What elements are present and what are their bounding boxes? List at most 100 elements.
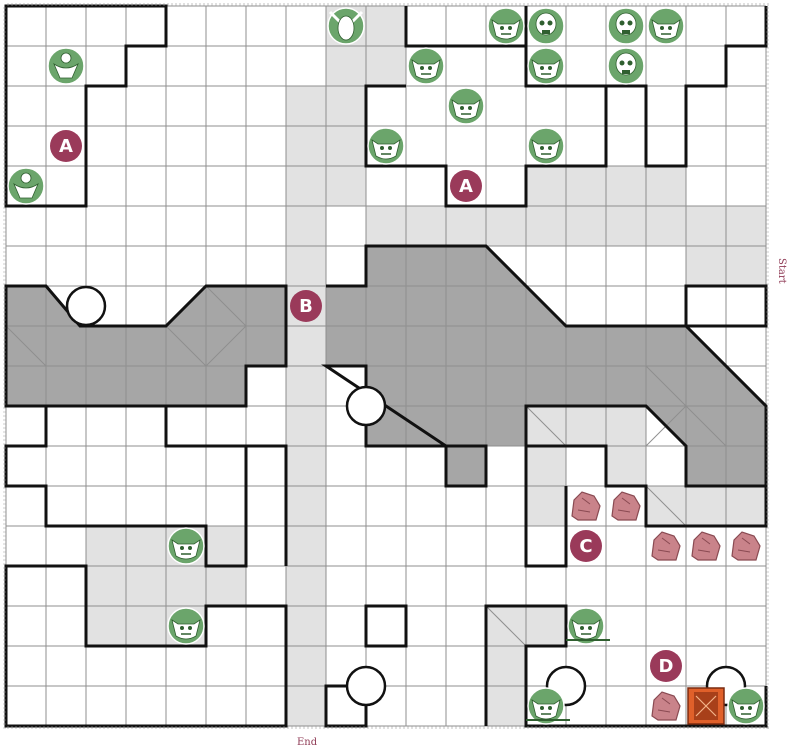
falling-block-trap-icon	[687, 687, 725, 725]
face	[171, 619, 201, 640]
eye	[388, 146, 392, 150]
tokens	[7, 7, 765, 725]
skull-shape	[615, 52, 637, 76]
rock-pile-icon	[651, 531, 681, 561]
teeth	[622, 70, 630, 74]
marker-label: A	[459, 176, 473, 197]
face	[451, 99, 481, 120]
skull-icon	[527, 7, 565, 45]
trap-marking	[695, 695, 717, 717]
wall-top-right-box	[684, 284, 768, 328]
rock-pile-icon	[651, 691, 681, 721]
diagonal-line	[645, 485, 687, 527]
wall-right-c-room	[524, 406, 568, 568]
dark-room-west	[6, 286, 286, 406]
eye	[468, 106, 472, 110]
eye	[668, 26, 672, 30]
eye	[660, 26, 664, 30]
start-label: Start	[776, 258, 787, 284]
eye	[619, 60, 625, 66]
eye	[619, 20, 625, 26]
corridor-cell	[646, 486, 766, 526]
diagonal-line	[5, 325, 47, 367]
orc-icon	[447, 87, 485, 125]
face	[531, 139, 561, 160]
diagonal-line	[685, 405, 727, 447]
rock-shape	[651, 691, 681, 721]
skull-shape	[615, 12, 637, 36]
crested-warrior-token-base	[7, 167, 45, 205]
corridor-cell	[486, 606, 526, 726]
rock-shape	[691, 531, 721, 561]
wall-bottom-small-box	[364, 604, 408, 648]
rock-crack	[737, 537, 751, 553]
mummy-icon	[607, 47, 645, 85]
marker-disc	[50, 130, 82, 162]
helm	[13, 182, 39, 199]
marker-disc	[450, 170, 482, 202]
eye	[627, 60, 633, 66]
corridor-cell	[286, 206, 326, 726]
eye	[627, 20, 633, 26]
crest	[20, 172, 32, 184]
eye	[548, 66, 552, 70]
eye	[180, 626, 184, 630]
zombie-icon	[727, 687, 765, 725]
goblin-icon	[367, 127, 405, 165]
rock-crack	[577, 497, 591, 513]
room-marker-a: A	[450, 170, 482, 202]
rock-shape	[651, 531, 681, 561]
diagonal-line	[485, 605, 527, 647]
wall-top-right-room	[524, 6, 768, 168]
crest	[60, 52, 72, 64]
eye	[428, 66, 432, 70]
wall-bottom-right-room	[484, 604, 768, 728]
room-marker-b: B	[290, 290, 322, 322]
border-ruler	[3, 3, 769, 729]
face	[651, 19, 681, 40]
eye	[188, 626, 192, 630]
room-marker-c: C	[570, 530, 602, 562]
diagonal-line	[205, 325, 247, 367]
face	[731, 699, 761, 720]
chaos-orc-icon	[167, 607, 205, 645]
face	[337, 15, 355, 41]
rock-crack	[657, 697, 671, 713]
helm	[53, 62, 79, 79]
eye	[540, 146, 544, 150]
face	[571, 619, 601, 640]
corridor-cell	[606, 446, 646, 486]
diagonal-line	[645, 365, 687, 407]
eye	[740, 706, 744, 710]
eye	[508, 26, 512, 30]
crested-warrior-icon	[47, 47, 85, 85]
eye	[588, 626, 592, 630]
wall-mid-left-rooms	[4, 406, 288, 568]
eye	[188, 546, 192, 550]
eye	[539, 20, 545, 26]
eye	[380, 146, 384, 150]
rock-shape	[571, 491, 601, 521]
pit-circle	[65, 285, 107, 327]
wall-top-left-room	[4, 4, 168, 208]
end-label: End	[297, 737, 318, 748]
marker-disc	[650, 650, 682, 682]
skull-icon	[607, 7, 645, 45]
rock-shape	[611, 491, 641, 521]
diagonal-line	[525, 405, 567, 447]
skull-shape	[535, 12, 557, 36]
rock-pile-icon	[691, 531, 721, 561]
eye	[540, 706, 544, 710]
face	[491, 19, 521, 40]
rock-pile-icon	[571, 491, 601, 521]
rock-crack	[617, 497, 631, 513]
face	[531, 699, 561, 720]
eye	[547, 20, 553, 26]
ruler-ticks	[3, 3, 769, 729]
goblin-archer-icon	[566, 607, 610, 645]
eye	[420, 66, 424, 70]
orc-icon	[487, 7, 525, 45]
wall-bottom-left-room	[4, 564, 288, 728]
marker-label: A	[59, 136, 73, 157]
